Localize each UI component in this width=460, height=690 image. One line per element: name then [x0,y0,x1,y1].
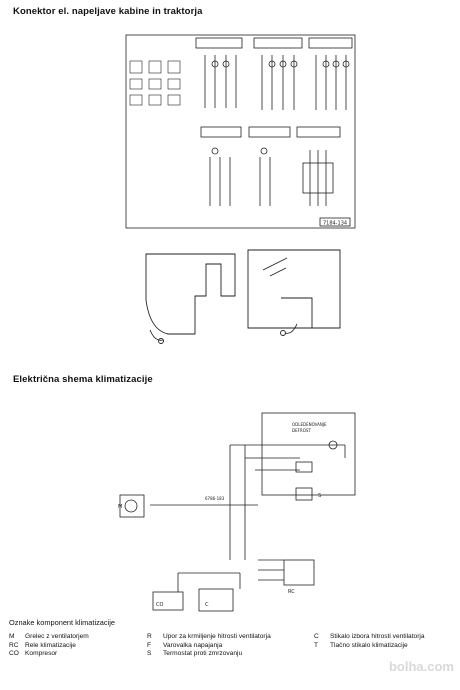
ac-schematic [119,412,356,612]
connector-group-3 [308,37,353,110]
watermark: bolha.com [388,659,454,674]
lead-m-label: M [118,504,122,510]
compressor-symbol [152,591,184,611]
connector-group-2 [253,37,303,110]
figure-code-box [319,217,351,227]
lead-co-label: CO [156,602,163,608]
relay-symbol [283,559,315,586]
cabin-rear-view [247,249,341,336]
cabin-drawings [145,249,341,344]
connector-section-title: Konektor el. napeljave kabine in traktor… [13,6,203,17]
lead-s-label: S [318,493,321,499]
defrost-box [261,412,356,496]
schematic-section-title: Električna shema klimatizacije [13,374,153,385]
pressure-switch-symbol [295,487,313,501]
relay-grid [129,60,181,106]
fan-motor-symbol [124,499,138,513]
defrost-sublabel: DEFROST [292,428,311,433]
legend-title: Oznake komponent klimatizacije [9,618,115,627]
connector-panel [125,34,356,229]
thermostat-symbol [295,461,313,473]
defrost-label: ODLEDENOVANJE [292,422,327,427]
connector-panel-frame [125,34,356,229]
lead-rc-label: RC [288,589,295,595]
connector-group-4 [200,126,242,206]
connector-group-5 [248,126,291,206]
connector-group-1 [195,37,243,108]
lead-c-label: C [205,602,209,608]
cabin-side-view [145,253,236,344]
connector-code-label: 6786-183 [205,496,225,501]
speed-switch-symbol [198,588,234,612]
connector-group-6 [296,126,341,206]
figure-code: 7184-134 [323,221,347,227]
